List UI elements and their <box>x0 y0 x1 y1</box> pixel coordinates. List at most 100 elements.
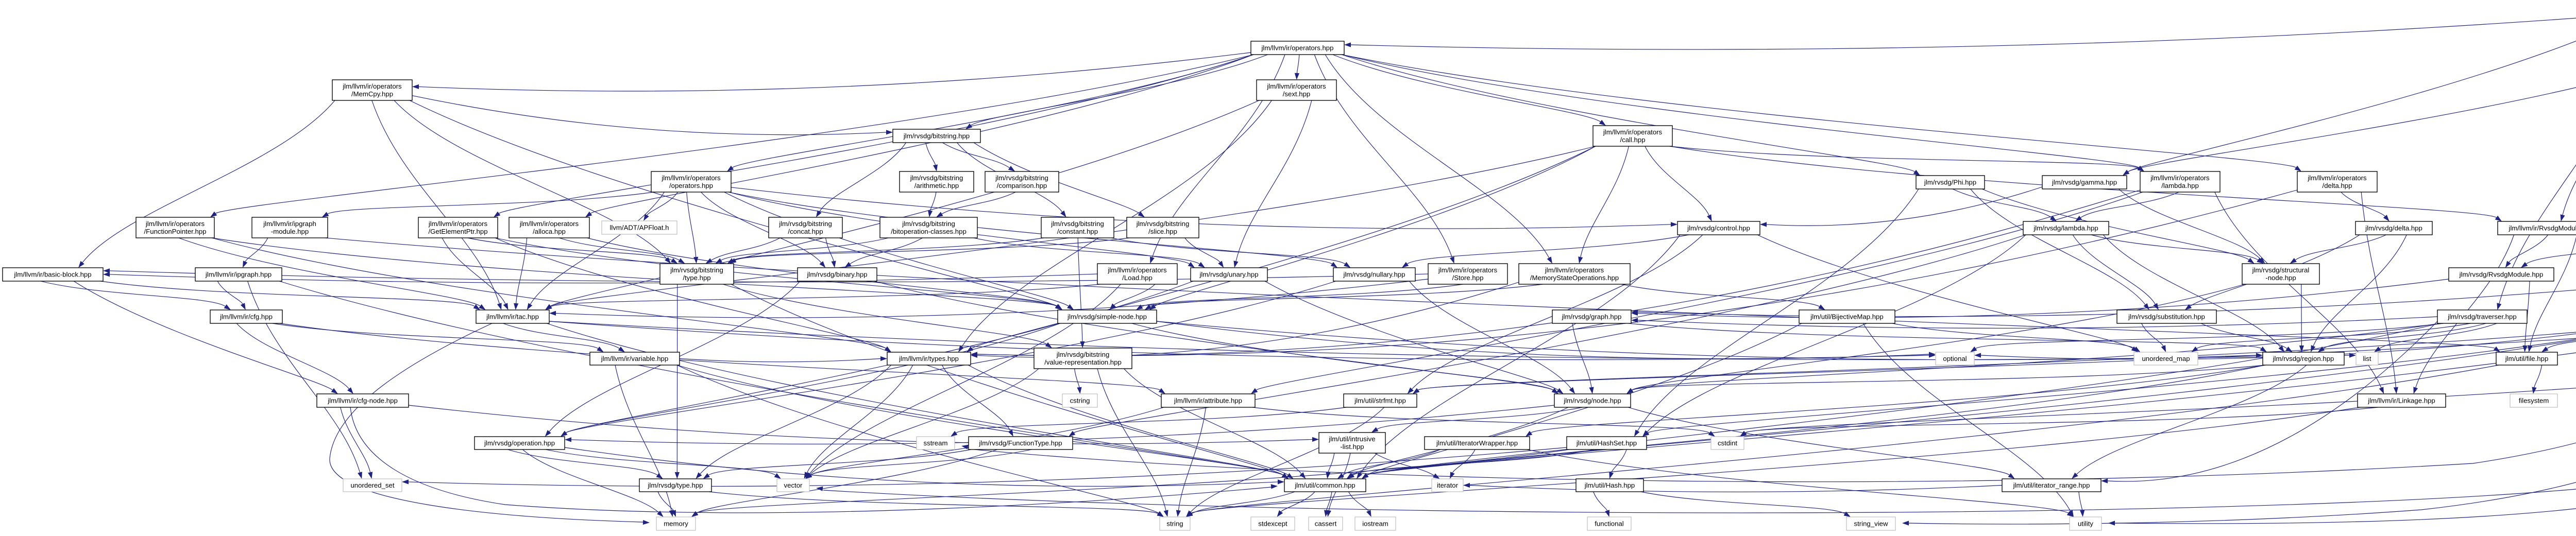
svg-text:/delta.hpp: /delta.hpp <box>2323 182 2352 189</box>
svg-text:jlm/util/HashSet.hpp: jlm/util/HashSet.hpp <box>1576 439 1637 447</box>
svg-text:-node.hpp: -node.hpp <box>2265 274 2296 282</box>
svg-text:jlm/llvm/ir/cfg.hpp: jlm/llvm/ir/cfg.hpp <box>219 313 273 321</box>
svg-text:jlm/llvm/ir/ipgraph: jlm/llvm/ir/ipgraph <box>263 220 316 228</box>
svg-text:jlm/llvm/ir/operators: jlm/llvm/ir/operators <box>1438 266 1498 274</box>
svg-text:jlm/rvsdg/graph.hpp: jlm/rvsdg/graph.hpp <box>1562 313 1622 321</box>
svg-text:sstream: sstream <box>924 439 948 447</box>
svg-text:jlm/rvsdg/control.hpp: jlm/rvsdg/control.hpp <box>1687 224 1750 232</box>
svg-text:unordered_map: unordered_map <box>2142 355 2190 362</box>
svg-text:cstdint: cstdint <box>1718 439 1737 447</box>
svg-text:jlm/llvm/ir/operators: jlm/llvm/ir/operators <box>2150 174 2210 182</box>
svg-text:jlm/rvsdg/simple-node.hpp: jlm/rvsdg/simple-node.hpp <box>1067 313 1147 321</box>
svg-text:jlm/rvsdg/type.hpp: jlm/rvsdg/type.hpp <box>647 481 703 489</box>
svg-text:jlm/rvsdg/bitstring: jlm/rvsdg/bitstring <box>1050 220 1104 228</box>
svg-text:/call.hpp: /call.hpp <box>1620 136 1645 144</box>
svg-text:jlm/rvsdg/bitstring: jlm/rvsdg/bitstring <box>902 220 955 228</box>
svg-text:jlm/llvm/ir/types.hpp: jlm/llvm/ir/types.hpp <box>899 355 959 362</box>
svg-text:/bitoperation-classes.hpp: /bitoperation-classes.hpp <box>891 228 967 235</box>
svg-text:jlm/util/common.hpp: jlm/util/common.hpp <box>1294 481 1355 489</box>
svg-text:jlm/rvsdg/RvsdgModule.hpp: jlm/rvsdg/RvsdgModule.hpp <box>2459 271 2544 279</box>
svg-text:memory: memory <box>664 520 688 528</box>
svg-text:jlm/util/Hash.hpp: jlm/util/Hash.hpp <box>1584 481 1635 489</box>
svg-text:jlm/rvsdg/FunctionType.hpp: jlm/rvsdg/FunctionType.hpp <box>978 439 1062 447</box>
svg-text:/MemoryStateOperations.hpp: /MemoryStateOperations.hpp <box>1530 274 1619 282</box>
svg-text:jlm/llvm/ir/operators: jlm/llvm/ir/operators <box>1603 128 1663 136</box>
svg-text:list: list <box>2363 355 2371 362</box>
svg-text:/comparison.hpp: /comparison.hpp <box>997 182 1047 189</box>
svg-text:jlm/util/iterator_range.hpp: jlm/util/iterator_range.hpp <box>2013 481 2090 489</box>
svg-text:jlm/llvm/ir/ipgraph.hpp: jlm/llvm/ir/ipgraph.hpp <box>205 271 272 279</box>
svg-text:jlm/rvsdg/traverser.hpp: jlm/rvsdg/traverser.hpp <box>2447 313 2516 321</box>
svg-text:jlm/llvm/ir/variable.hpp: jlm/llvm/ir/variable.hpp <box>601 355 668 362</box>
svg-text:optional: optional <box>1943 355 1967 362</box>
svg-text:llvm/ADT/APFloat.h: llvm/ADT/APFloat.h <box>609 224 669 232</box>
svg-text:jlm/llvm/ir/Linkage.hpp: jlm/llvm/ir/Linkage.hpp <box>2367 397 2435 405</box>
svg-text:vector: vector <box>784 481 803 489</box>
svg-text:/value-representation.hpp: /value-representation.hpp <box>1044 358 1122 366</box>
svg-text:functional: functional <box>1595 520 1624 528</box>
svg-text:jlm/llvm/ir/operators.hpp: jlm/llvm/ir/operators.hpp <box>1261 44 1334 52</box>
svg-text:stdexcept: stdexcept <box>1258 520 1287 528</box>
svg-text:jlm/util/IteratorWrapper.hpp: jlm/util/IteratorWrapper.hpp <box>1436 439 1518 447</box>
svg-text:/type.hpp: /type.hpp <box>683 274 710 282</box>
svg-text:cassert: cassert <box>1315 520 1337 528</box>
svg-text:jlm/llvm/ir/RvsdgModule.hpp: jlm/llvm/ir/RvsdgModule.hpp <box>2509 224 2576 232</box>
svg-text:jlm/util/intrusive: jlm/util/intrusive <box>1328 435 1375 443</box>
svg-text:utility: utility <box>2078 520 2093 528</box>
svg-text:/FunctionPointer.hpp: /FunctionPointer.hpp <box>144 228 207 235</box>
svg-text:string_view: string_view <box>1854 520 1888 528</box>
svg-text:/operators.hpp: /operators.hpp <box>669 182 713 189</box>
svg-text:iostream: iostream <box>1362 520 1388 528</box>
svg-text:jlm/rvsdg/delta.hpp: jlm/rvsdg/delta.hpp <box>2365 224 2422 232</box>
svg-text:jlm/llvm/ir/operators: jlm/llvm/ir/operators <box>661 174 721 182</box>
svg-text:jlm/llvm/ir/operators: jlm/llvm/ir/operators <box>145 220 205 228</box>
svg-text:/GetElementPtr.hpp: /GetElementPtr.hpp <box>428 228 487 235</box>
svg-text:jlm/rvsdg/bitstring: jlm/rvsdg/bitstring <box>1136 220 1190 228</box>
svg-text:jlm/rvsdg/structural: jlm/rvsdg/structural <box>2252 266 2310 274</box>
svg-text:jlm/rvsdg/bitstring: jlm/rvsdg/bitstring <box>995 174 1048 182</box>
svg-text:jlm/llvm/ir/operators: jlm/llvm/ir/operators <box>428 220 488 228</box>
svg-text:jlm/rvsdg/bitstring: jlm/rvsdg/bitstring <box>670 266 723 274</box>
svg-text:jlm/rvsdg/bitstring: jlm/rvsdg/bitstring <box>910 174 963 182</box>
svg-text:jlm/llvm/ir/cfg-node.hpp: jlm/llvm/ir/cfg-node.hpp <box>327 397 398 405</box>
svg-text:iterator: iterator <box>1437 481 1459 489</box>
svg-text:jlm/rvsdg/bitstring: jlm/rvsdg/bitstring <box>778 220 832 228</box>
svg-text:jlm/rvsdg/bitstring.hpp: jlm/rvsdg/bitstring.hpp <box>903 132 970 140</box>
svg-text:jlm/rvsdg/lambda.hpp: jlm/rvsdg/lambda.hpp <box>2033 224 2098 232</box>
svg-text:jlm/rvsdg/Phi.hpp: jlm/rvsdg/Phi.hpp <box>1924 179 1976 186</box>
svg-text:jlm/rvsdg/gamma.hpp: jlm/rvsdg/gamma.hpp <box>2052 179 2117 186</box>
svg-text:/slice.hpp: /slice.hpp <box>1148 228 1177 235</box>
svg-text:jlm/llvm/ir/operators: jlm/llvm/ir/operators <box>1545 266 1604 274</box>
svg-text:-module.hpp: -module.hpp <box>271 228 309 235</box>
svg-text:/Load.hpp: /Load.hpp <box>1122 274 1153 282</box>
svg-text:cstring: cstring <box>1070 397 1090 405</box>
svg-text:jlm/rvsdg/node.hpp: jlm/rvsdg/node.hpp <box>1563 397 1621 405</box>
svg-text:jlm/llvm/ir/operators: jlm/llvm/ir/operators <box>1266 82 1326 90</box>
svg-text:jlm/llvm/ir/attribute.hpp: jlm/llvm/ir/attribute.hpp <box>1174 397 1242 405</box>
svg-text:jlm/llvm/ir/basic-block.hpp: jlm/llvm/ir/basic-block.hpp <box>13 271 91 279</box>
svg-text:/lambda.hpp: /lambda.hpp <box>2161 182 2199 189</box>
svg-text:/sext.hpp: /sext.hpp <box>1283 90 1311 98</box>
svg-text:jlm/llvm/ir/operators: jlm/llvm/ir/operators <box>519 220 579 228</box>
svg-text:jlm/util/file.hpp: jlm/util/file.hpp <box>2505 355 2549 362</box>
svg-text:jlm/rvsdg/region.hpp: jlm/rvsdg/region.hpp <box>2273 355 2334 362</box>
svg-text:jlm/rvsdg/operation.hpp: jlm/rvsdg/operation.hpp <box>484 439 555 447</box>
svg-text:jlm/llvm/ir/tac.hpp: jlm/llvm/ir/tac.hpp <box>486 313 539 321</box>
svg-text:jlm/llvm/ir/operators: jlm/llvm/ir/operators <box>342 82 402 90</box>
svg-text:/MemCpy.hpp: /MemCpy.hpp <box>351 90 393 98</box>
svg-text:string: string <box>1166 520 1183 528</box>
svg-text:/alloca.hpp: /alloca.hpp <box>533 228 566 235</box>
svg-text:jlm/llvm/ir/operators: jlm/llvm/ir/operators <box>2307 174 2367 182</box>
svg-text:jlm/util/BijectiveMap.hpp: jlm/util/BijectiveMap.hpp <box>1810 313 1883 321</box>
svg-text:jlm/rvsdg/unary.hpp: jlm/rvsdg/unary.hpp <box>1199 271 1258 279</box>
svg-text:jlm/llvm/ir/operators: jlm/llvm/ir/operators <box>1107 266 1167 274</box>
svg-text:/concat.hpp: /concat.hpp <box>788 228 823 235</box>
svg-text:/constant.hpp: /constant.hpp <box>1057 228 1098 235</box>
svg-text:jlm/rvsdg/binary.hpp: jlm/rvsdg/binary.hpp <box>806 271 867 279</box>
svg-text:/arithmetic.hpp: /arithmetic.hpp <box>914 182 959 189</box>
svg-text:jlm/rvsdg/bitstring: jlm/rvsdg/bitstring <box>1056 351 1110 358</box>
svg-text:-list.hpp: -list.hpp <box>1340 443 1364 451</box>
svg-text:jlm/rvsdg/substitution.hpp: jlm/rvsdg/substitution.hpp <box>2128 313 2205 321</box>
svg-text:jlm/util/strfmt.hpp: jlm/util/strfmt.hpp <box>1354 397 1406 405</box>
svg-text:/Store.hpp: /Store.hpp <box>1452 274 1484 282</box>
